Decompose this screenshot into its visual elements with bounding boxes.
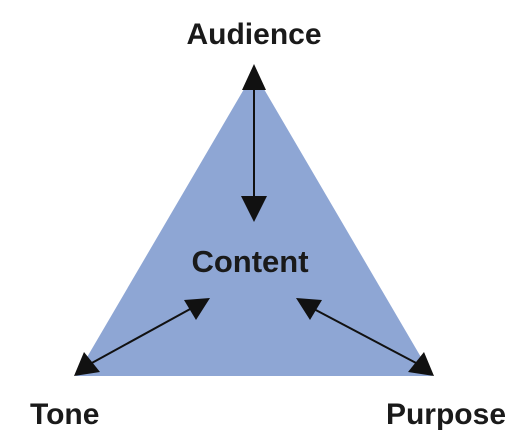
corner-marker-right (408, 352, 434, 376)
corner-marker-top (242, 64, 266, 90)
purpose-label: Purpose (385, 398, 506, 431)
corner-marker-left (74, 352, 100, 376)
arrow-audience-to-content-head (241, 196, 267, 222)
arrow-tone-to-content-head (184, 298, 210, 320)
arrow-purpose-to-content-line (311, 307, 419, 365)
triangle-shape (76, 72, 432, 376)
content-label: Content (191, 244, 309, 279)
arrow-tone-to-content-line (89, 307, 193, 365)
audience-label: Audience (186, 18, 322, 51)
arrow-purpose-to-content-head (296, 298, 322, 320)
tone-label: Tone (30, 398, 100, 431)
